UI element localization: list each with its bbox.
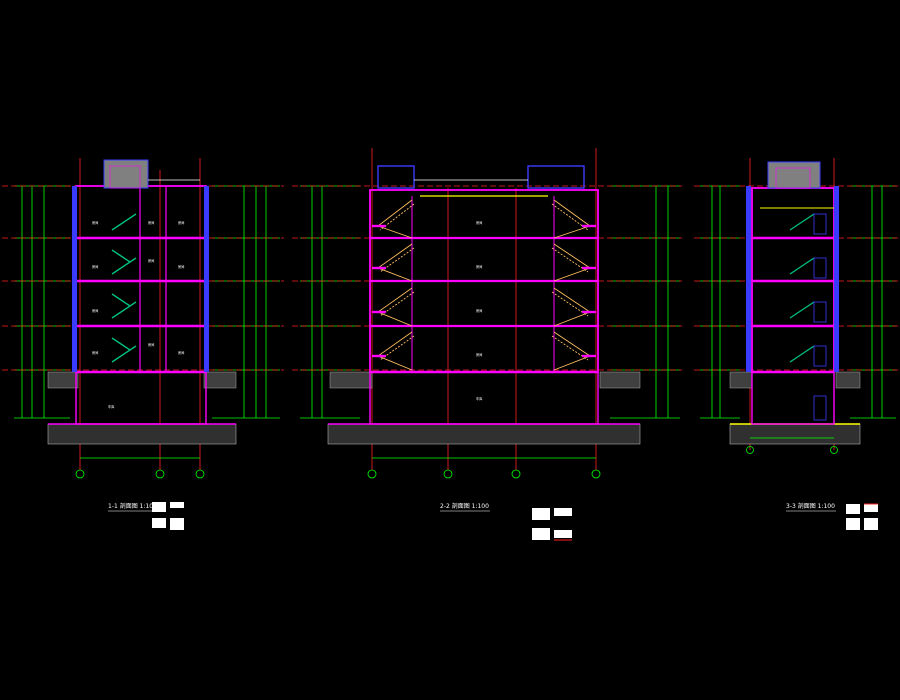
section-2-2-ground-hatch <box>327 423 641 445</box>
svg-text:车库: 车库 <box>476 396 483 401</box>
section-2-2-axis-bubbles <box>367 457 601 479</box>
section-1-1-axis-lines <box>79 158 201 470</box>
section-1-1-earth-right <box>203 371 237 389</box>
section-2-2-level-lines <box>292 185 682 371</box>
svg-text:房间: 房间 <box>148 342 154 347</box>
svg-text:房间: 房间 <box>178 264 184 269</box>
svg-text:房间: 房间 <box>92 308 98 313</box>
section-2-2-axis-lines <box>371 148 597 470</box>
section-2-2-title: 2-2 剖面图 1:100 <box>440 502 489 510</box>
section-3-3: 3-3 剖面图 1:100 <box>694 158 898 530</box>
svg-text:房间: 房间 <box>476 220 482 225</box>
svg-text:房间: 房间 <box>476 352 482 357</box>
section-3-3-walls <box>751 187 835 425</box>
section-1-1-room-labels: 房间 房间 房间 房间 房间 房间 房间 房间 房间 房间 车库 <box>92 220 184 409</box>
svg-text:房间: 房间 <box>92 350 98 355</box>
section-3-3-roof-structure <box>767 161 821 189</box>
svg-text:房间: 房间 <box>476 308 482 313</box>
section-3-3-title: 3-3 剖面图 1:100 <box>786 502 835 510</box>
svg-text:房间: 房间 <box>178 220 184 225</box>
section-3-3-stairs <box>789 213 815 363</box>
section-3-3-legend-boxes <box>846 504 878 530</box>
section-1-1-columns <box>72 186 209 372</box>
section-3-3-columns <box>746 186 839 372</box>
section-3-3-axis-bubbles <box>746 437 838 454</box>
section-3-3-windows <box>813 213 827 421</box>
svg-text:房间: 房间 <box>148 220 154 225</box>
section-2-2-legend-boxes <box>532 508 572 540</box>
section-3-3-axis-lines <box>749 158 835 450</box>
section-2-2-landings <box>372 224 596 358</box>
section-2-2-walls <box>369 165 599 425</box>
section-1-1-title: 1-1 剖面图 1:100 <box>108 502 157 510</box>
svg-text:房间: 房间 <box>92 220 98 225</box>
svg-text:房间: 房间 <box>178 350 184 355</box>
section-1-1-earth-left <box>47 371 79 389</box>
section-1-1-ground-hatch <box>47 423 237 445</box>
section-1-1-stairs <box>111 213 137 363</box>
svg-text:房间: 房间 <box>148 258 154 263</box>
section-1-1-legend-boxes <box>152 502 184 530</box>
section-2-2: 房间 房间 房间 房间 车库 2-2 剖面图 1:100 <box>292 148 682 541</box>
section-1-1-axis-bubbles <box>75 457 205 479</box>
section-3-3-ground-hatch <box>729 423 861 445</box>
section-2-2-room-labels: 房间 房间 房间 房间 车库 <box>476 220 483 401</box>
svg-text:房间: 房间 <box>92 264 98 269</box>
svg-text:房间: 房间 <box>476 264 482 269</box>
svg-text:车库: 车库 <box>108 404 115 409</box>
section-1-1: 房间 房间 房间 房间 房间 房间 房间 房间 房间 房间 车库 1-1 剖面图… <box>2 158 284 530</box>
section-1-1-roof-structure <box>103 159 149 189</box>
section-1-1-level-lines <box>2 185 284 371</box>
section-3-3-level-lines <box>694 185 898 371</box>
